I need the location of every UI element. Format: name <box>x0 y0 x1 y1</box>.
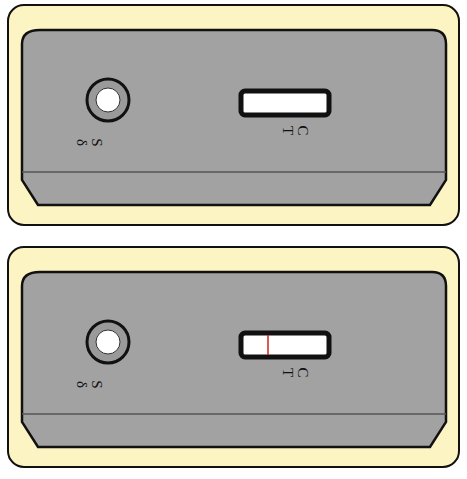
drop-symbol: δ <box>74 380 89 387</box>
test-line <box>267 335 269 355</box>
test-cassette <box>8 5 459 225</box>
sample-mark: S <box>89 380 104 388</box>
test-cassette <box>8 247 459 467</box>
test-mark: T <box>280 367 295 376</box>
control-mark: C <box>294 125 309 135</box>
test-mark: T <box>280 125 295 134</box>
sample-mark: S <box>89 138 104 146</box>
drop-symbol: δ <box>74 138 89 145</box>
control-mark: C <box>294 367 309 377</box>
